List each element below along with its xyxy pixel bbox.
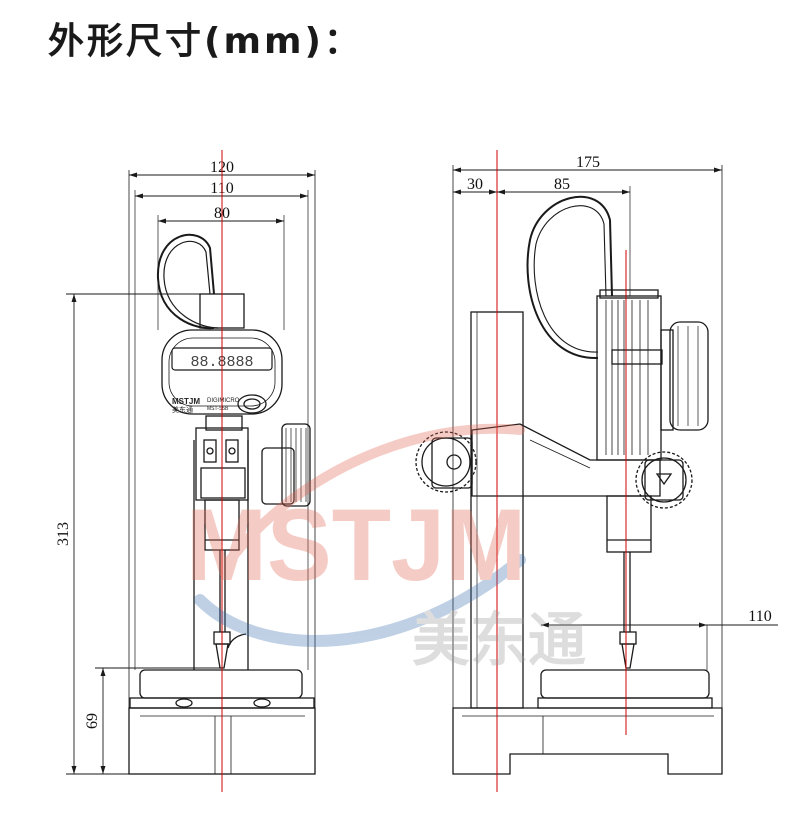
side-gauge-face <box>669 321 709 431</box>
side-knob-right <box>641 457 687 503</box>
gauge-model-line2: MST-S5B <box>207 406 229 412</box>
front-anvil <box>139 669 303 699</box>
side-spindle <box>606 495 652 553</box>
dim-side-column-to-axis: 85 <box>554 176 570 193</box>
side-anvil <box>540 669 710 699</box>
dim-front-total-height: 313 <box>55 522 72 546</box>
dim-side-total-depth: 175 <box>576 154 600 171</box>
gauge-brand: MSTJM <box>172 397 200 406</box>
side-view <box>415 165 723 775</box>
side-dimension-arrows <box>453 167 722 628</box>
side-base <box>452 707 723 775</box>
front-knob <box>261 447 295 505</box>
watermark-brand-cn: 美东通 <box>412 606 586 674</box>
watermark-brand: MSTJM <box>186 488 526 602</box>
watermark: MSTJM 美东通 <box>186 423 586 674</box>
dim-side-offset: 30 <box>467 176 483 193</box>
front-dimension-lines <box>66 174 315 775</box>
page-title: 外形尺寸(mm)： <box>48 21 363 62</box>
gauge-brand-cn: 美东通 <box>172 405 193 414</box>
side-knob-left <box>421 437 471 487</box>
side-gauge-body <box>596 295 662 461</box>
dim-front-base-height: 69 <box>84 713 101 729</box>
gauge-model-line1: DIGIMICRO <box>207 398 240 404</box>
front-dimension-arrows <box>71 172 315 774</box>
dim-side-throat: 110 <box>748 608 771 625</box>
center-lines <box>221 150 627 792</box>
